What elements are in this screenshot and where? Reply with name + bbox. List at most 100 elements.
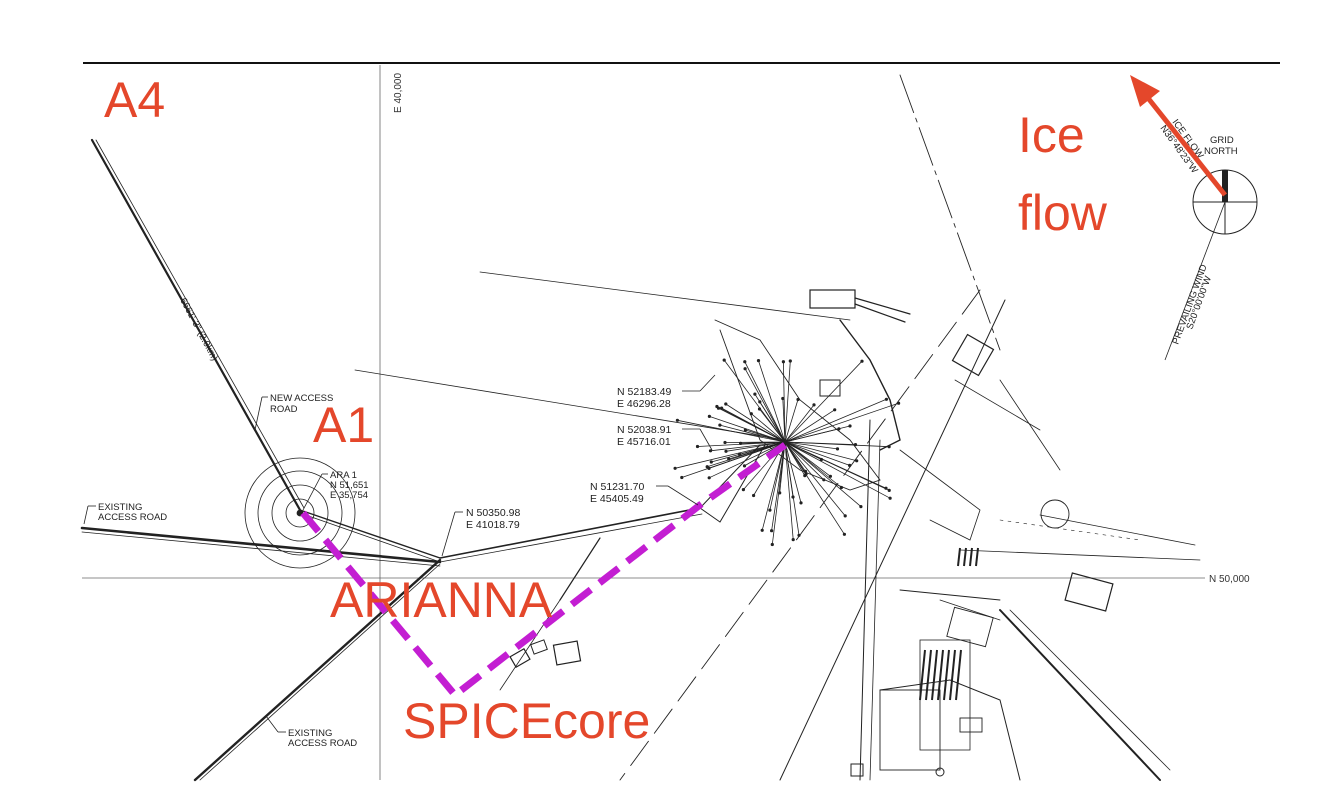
label-a1: A1 — [313, 397, 374, 453]
cable-station — [791, 495, 795, 499]
cable-spoke — [784, 441, 862, 507]
cable-station — [707, 476, 711, 480]
cable-station — [727, 457, 731, 461]
cable-station — [722, 358, 726, 362]
cable-station — [887, 445, 891, 449]
cable-spoke — [723, 359, 786, 443]
cable-spoke — [784, 441, 794, 498]
cable-station — [743, 428, 748, 432]
cable-station — [797, 533, 801, 537]
spicecore-route — [300, 442, 788, 700]
cable-station — [833, 408, 837, 412]
cable-spoke — [784, 404, 815, 443]
diagonal-road-dimension: 6661'-3" (2.0km) — [177, 296, 219, 363]
cable-station — [707, 414, 712, 418]
northing-label: N 50,000 — [1209, 574, 1250, 585]
cable-station — [756, 359, 761, 363]
coord-hub-e: E 45716.01 — [617, 436, 671, 448]
cable-spoke — [784, 360, 863, 443]
cable-station — [739, 441, 743, 445]
cable-station — [853, 443, 858, 447]
cable-spoke — [769, 441, 786, 511]
existing-road-left-1: EXISTING — [98, 502, 142, 513]
cable-spoke — [744, 361, 786, 443]
cable-station — [770, 542, 774, 547]
cable-station — [752, 493, 756, 498]
cable-spoke — [784, 441, 891, 499]
cable-station — [828, 474, 833, 478]
label-spicecore: SPICEcore — [403, 693, 650, 749]
existing-road-bottom-2: ACCESS ROAD — [288, 738, 357, 749]
cable-spoke — [784, 441, 794, 540]
cable-spoke — [758, 360, 786, 443]
cable-spoke — [784, 441, 825, 481]
cable-spoke — [784, 360, 791, 443]
cable-station — [675, 418, 680, 422]
cable-station — [819, 457, 824, 462]
grid-north-needle — [1222, 170, 1228, 202]
cable-spoke — [709, 416, 786, 443]
cable-station — [887, 488, 891, 492]
cable-spoke — [681, 441, 786, 478]
site-linework — [80, 74, 1201, 782]
coord-mid-e: E 45405.49 — [590, 493, 644, 505]
coordinate-labels: N 50350.98 E 41018.79 N 51231.70 E 45405… — [441, 374, 716, 557]
cable-station — [848, 463, 852, 467]
cable-spoke — [784, 441, 846, 517]
cable-station — [695, 444, 700, 449]
cable-station — [673, 466, 677, 470]
label-arianna: ARIANNA — [330, 572, 553, 628]
cable-spoke — [744, 368, 786, 443]
cable-station — [835, 447, 840, 451]
cable-spoke — [784, 441, 890, 448]
cable-station — [770, 529, 774, 533]
cable-spoke — [740, 441, 786, 444]
cable-spoke — [784, 441, 802, 504]
cable-station — [724, 402, 728, 406]
cable-station — [781, 360, 786, 364]
cable-spoke — [784, 441, 838, 450]
cable-station — [781, 396, 785, 401]
cable-spoke — [709, 441, 786, 479]
cable-spoke — [784, 441, 857, 462]
cable-station — [897, 401, 901, 405]
cable-station — [680, 475, 684, 480]
cable-station — [715, 404, 719, 409]
cable-station — [804, 472, 808, 476]
cable-station — [859, 505, 863, 509]
facility-hatching — [919, 547, 979, 701]
coord-junction-n: N 50350.98 — [466, 507, 520, 519]
cable-spoke — [784, 441, 806, 472]
cable-spoke — [761, 441, 786, 531]
cable-spoke — [784, 399, 799, 443]
cable-spoke — [784, 409, 835, 443]
cable-station — [860, 359, 864, 363]
cable-station — [718, 423, 722, 427]
cable-station — [743, 360, 747, 364]
cable-station — [839, 485, 844, 490]
cable-spoke — [675, 441, 786, 469]
easting-label: E 40,000 — [393, 73, 404, 113]
label-flow: flow — [1018, 185, 1108, 241]
cable-spoke — [745, 429, 786, 443]
cable-station — [848, 424, 852, 428]
cable-station — [742, 464, 747, 468]
cable-station — [788, 359, 792, 363]
cable-spoke — [716, 406, 786, 443]
grid-north-label-2: NORTH — [1204, 146, 1238, 157]
cable-station — [723, 440, 727, 445]
coord-hub-n: N 52038.91 — [617, 424, 671, 436]
cable-station — [842, 532, 847, 536]
cable-spoke — [784, 402, 899, 443]
cable-spoke — [784, 425, 851, 443]
cable-spoke — [784, 398, 887, 443]
cable-spoke — [719, 424, 786, 443]
cable-station — [843, 514, 847, 518]
coord-mid-n: N 51231.70 — [590, 481, 644, 493]
ara1-label: ARA 1 N 51,651 E 35,754 — [302, 470, 369, 511]
cable-station — [760, 528, 764, 532]
ara1-easting: E 35,754 — [330, 490, 368, 501]
cable-station — [822, 478, 826, 482]
grid-north-label-1: GRID — [1210, 135, 1234, 146]
